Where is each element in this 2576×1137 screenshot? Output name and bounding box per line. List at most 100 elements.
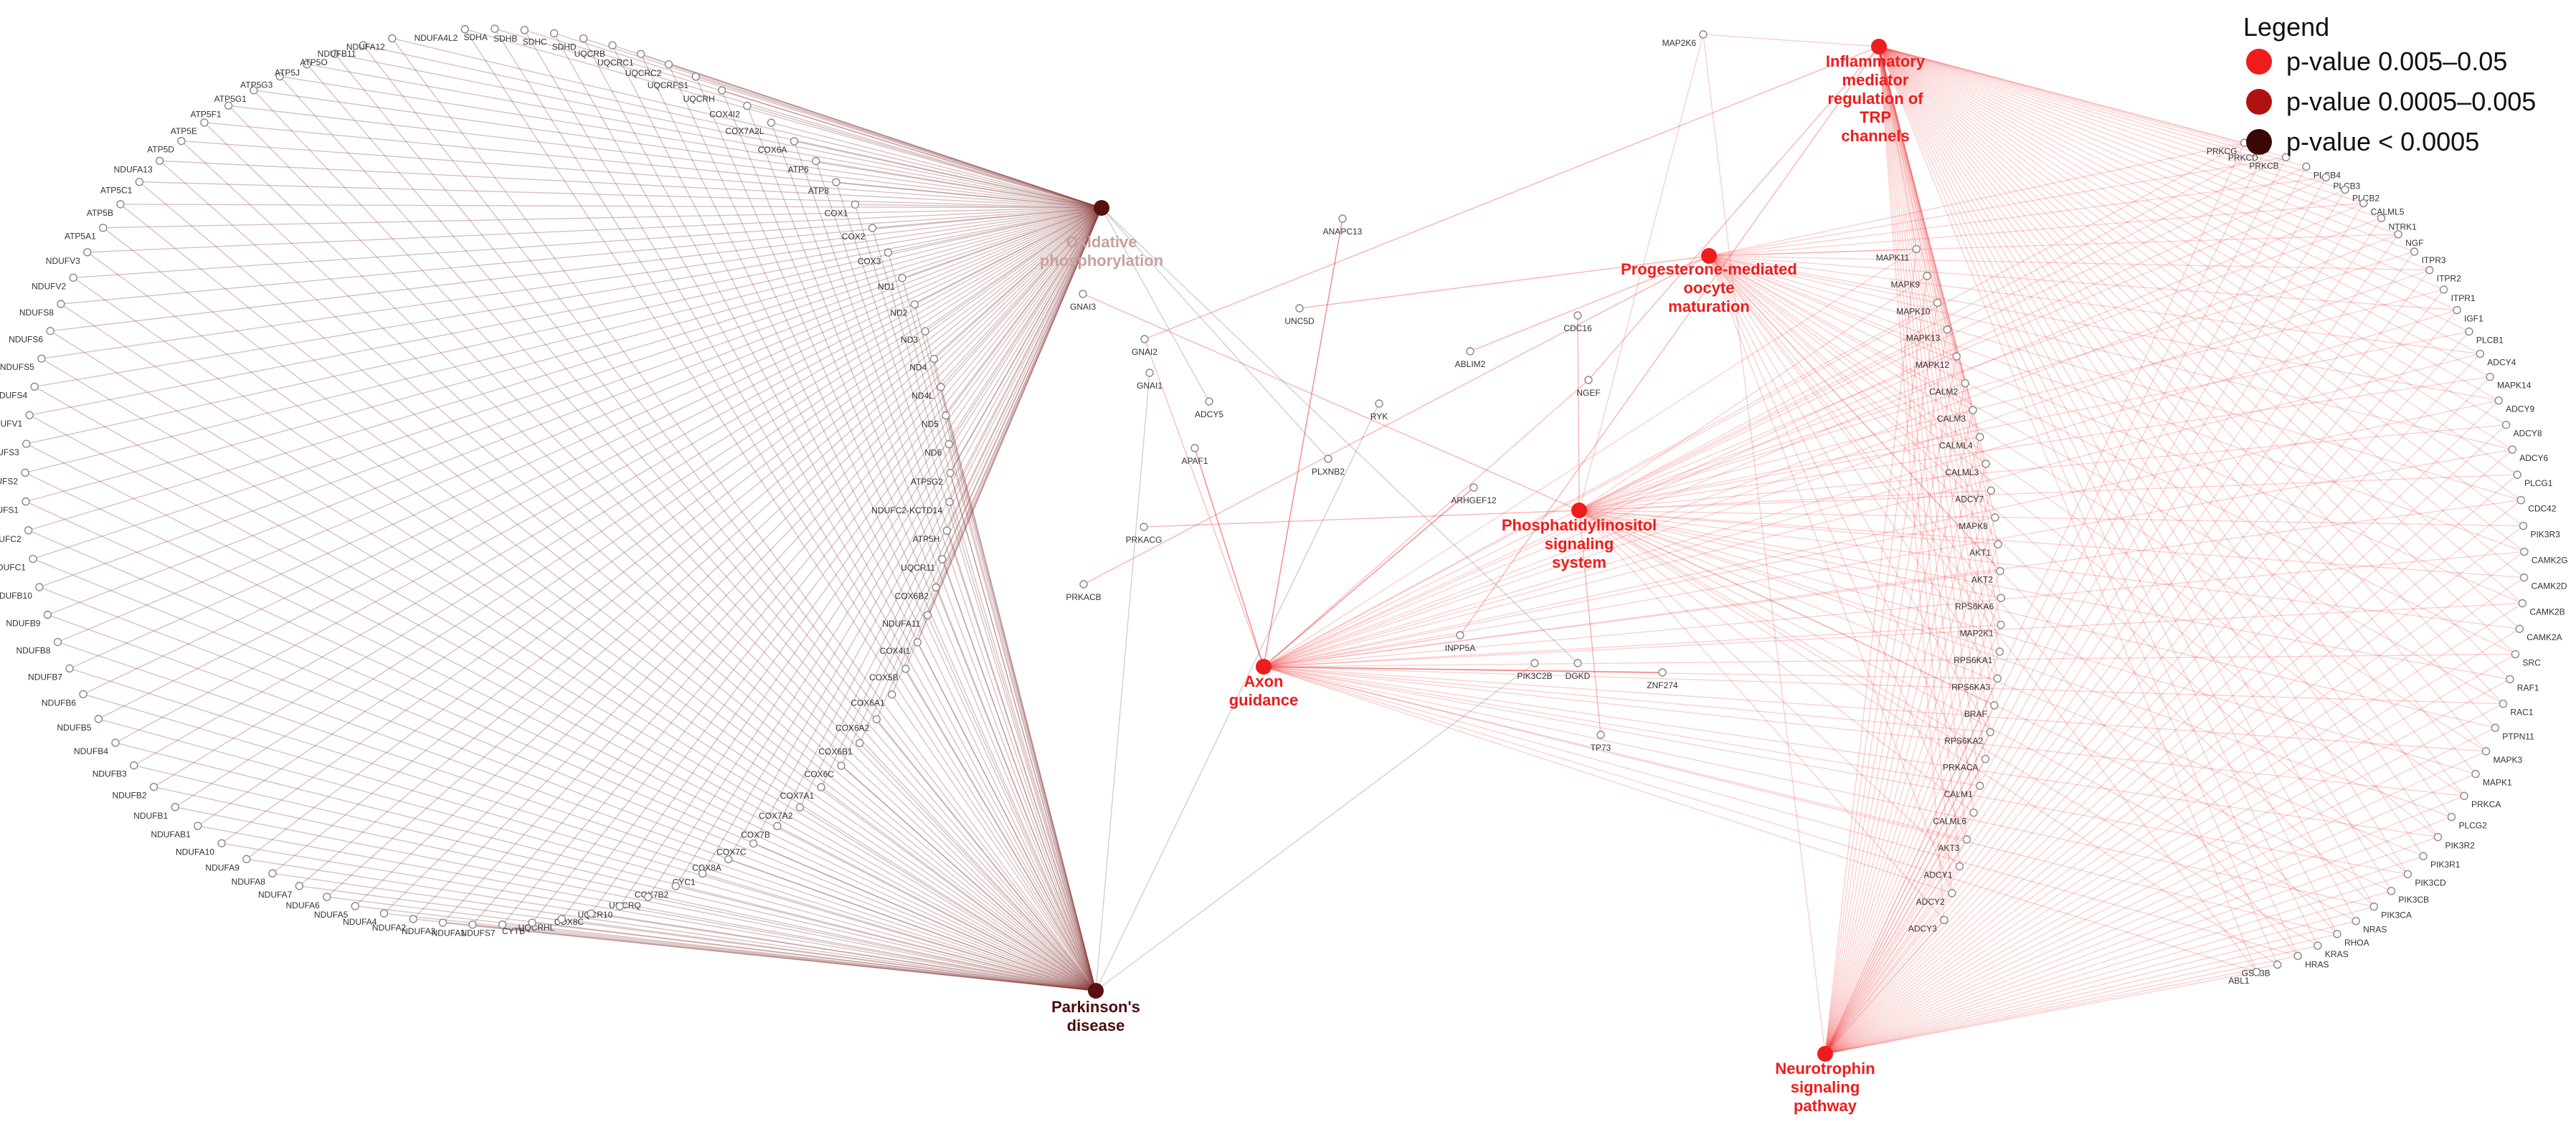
gene-node-cox4i2[interactable] [743,101,752,110]
gene-node-adcy1[interactable] [1955,862,1964,871]
gene-node-mapk9[interactable] [1923,272,1931,280]
gene-node-cox2[interactable] [868,224,877,232]
gene-node-cox1[interactable] [851,200,860,209]
gene-node-prkaca[interactable] [1981,755,1990,763]
gene-node-cox3[interactable] [884,248,893,257]
gene-node-ndufv2[interactable] [69,273,77,282]
gene-node-nd4l[interactable] [937,383,945,391]
gene-node-calml4[interactable] [1976,432,1984,442]
gene-node-cox6c[interactable] [837,761,846,770]
gene-node-atp5d[interactable] [177,136,186,146]
gene-node-ndufc2[interactable] [24,526,33,535]
gene-node-ndufs7[interactable] [498,920,507,929]
gene-node-cox6a[interactable] [790,137,799,146]
gene-node-raf1[interactable] [2506,675,2514,684]
gene-node-rps6ka3[interactable] [1993,674,2002,683]
gene-node-plcb4[interactable] [2302,162,2311,171]
gene-node-kras[interactable] [2314,941,2322,950]
gene-node-cox7a2[interactable] [795,803,805,812]
gene-node-ndufs3[interactable] [22,439,31,448]
gene-node-prkacb[interactable] [1079,580,1088,589]
gene-node-calml6[interactable] [1969,808,1978,817]
gene-node-ndufb8[interactable] [53,637,62,647]
gene-node-mapk3[interactable] [2481,747,2491,756]
gene-node-prkca[interactable] [2460,791,2468,800]
gene-node-cox7b2[interactable] [671,882,680,890]
gene-node-akt1[interactable] [1994,540,2002,548]
gene-node-nd3[interactable] [921,327,929,336]
gene-node-plcg2[interactable] [2447,812,2456,822]
gene-node-gnai3[interactable] [1079,290,1087,298]
gene-node-map2k1[interactable] [1997,620,2005,629]
gene-node-atp5a1[interactable] [99,223,108,232]
gene-node-atp5h[interactable] [942,526,952,535]
gene-node-cox8c[interactable] [587,909,595,918]
gene-node-sdhb[interactable] [520,26,529,34]
gene-node-calml5[interactable] [2359,199,2368,208]
gene-node-adcy3[interactable] [1940,915,1948,925]
gene-node-ndufa12[interactable] [388,34,397,43]
gene-node-hras[interactable] [2293,951,2302,961]
gene-node-ablim2[interactable] [1466,347,1474,356]
gene-node-plxnb2[interactable] [1324,455,1332,463]
pathway-node-progesterone[interactable] [1701,248,1717,264]
gene-node-uqcr11[interactable] [938,555,947,563]
gene-node-pik3r3[interactable] [2519,521,2528,531]
gene-node-ndufa9[interactable] [242,855,251,864]
gene-node-adcy7[interactable] [1987,486,1995,495]
pathway-node-pi[interactable] [1571,503,1587,518]
gene-node-uqcrq[interactable] [644,893,653,901]
gene-node-adcy4[interactable] [2476,349,2484,358]
gene-node-ndufv1[interactable] [25,411,34,419]
gene-node-apaf1[interactable] [1190,444,1199,452]
gene-node-plcb3[interactable] [2321,173,2331,182]
gene-node-prkcb[interactable] [2281,153,2291,161]
gene-node-cox4i1[interactable] [913,638,922,647]
gene-node-inpp5a[interactable] [1456,631,1464,639]
gene-node-pik3cd[interactable] [2403,870,2412,879]
gene-node-ngef[interactable] [1584,376,1593,384]
gene-node-plcb1[interactable] [2465,327,2473,336]
gene-node-camk2a[interactable] [2515,624,2524,633]
gene-node-ndufs2[interactable] [21,468,29,477]
gene-node-akt3[interactable] [1962,835,1971,844]
gene-node-ndufa4[interactable] [379,909,389,918]
gene-node-ndufb4[interactable] [111,738,120,747]
gene-node-cox6a2[interactable] [872,715,881,723]
gene-node-pik3r2[interactable] [2433,832,2443,842]
gene-node-gnai1[interactable] [1145,368,1154,377]
gene-node-sdhc[interactable] [549,29,559,38]
gene-node-rps6ka1[interactable] [1995,647,2004,656]
gene-node-atp5e[interactable] [200,118,209,127]
gene-node-mapk1[interactable] [2471,769,2480,779]
gene-node-ndufs6[interactable] [46,326,55,336]
gene-node-cox6a1[interactable] [888,690,896,699]
gene-node-nd1[interactable] [898,274,906,282]
gene-node-dgkd[interactable] [1573,659,1582,667]
gene-node-uqcrc2[interactable] [664,60,673,69]
gene-node-ndufa1[interactable] [468,920,477,929]
gene-node-nd2[interactable] [910,300,919,309]
gene-node-itpr1[interactable] [2439,285,2448,294]
gene-node-map2k6[interactable] [1699,30,1708,39]
gene-node-atp8[interactable] [832,178,840,186]
gene-node-ndufb1[interactable] [171,803,179,812]
gene-node-atp5g1[interactable] [250,86,258,95]
gene-node-rps6ka6[interactable] [1997,594,2005,602]
gene-node-mapk12[interactable] [1952,352,1961,361]
gene-node-ndufb5[interactable] [94,715,103,723]
gene-node-gnai2[interactable] [1140,335,1149,343]
gene-node-ndufb11[interactable] [359,41,368,49]
gene-node-braf[interactable] [1990,701,1999,710]
gene-node-mapk8[interactable] [1991,513,1999,522]
gene-node-atp5g2[interactable] [946,469,955,477]
gene-node-prkacg[interactable] [1140,523,1148,531]
gene-node-ndufa10[interactable] [217,839,226,847]
gene-node-ndufs8[interactable] [57,300,65,308]
gene-node-ndufa4l2[interactable] [460,25,469,34]
gene-node-calm1[interactable] [1976,781,1984,790]
gene-node-ndufa5[interactable] [351,902,359,910]
gene-node-anapc13[interactable] [1338,214,1347,223]
gene-node-calml3[interactable] [1981,460,1990,468]
gene-node-ndufs1[interactable] [22,497,30,506]
